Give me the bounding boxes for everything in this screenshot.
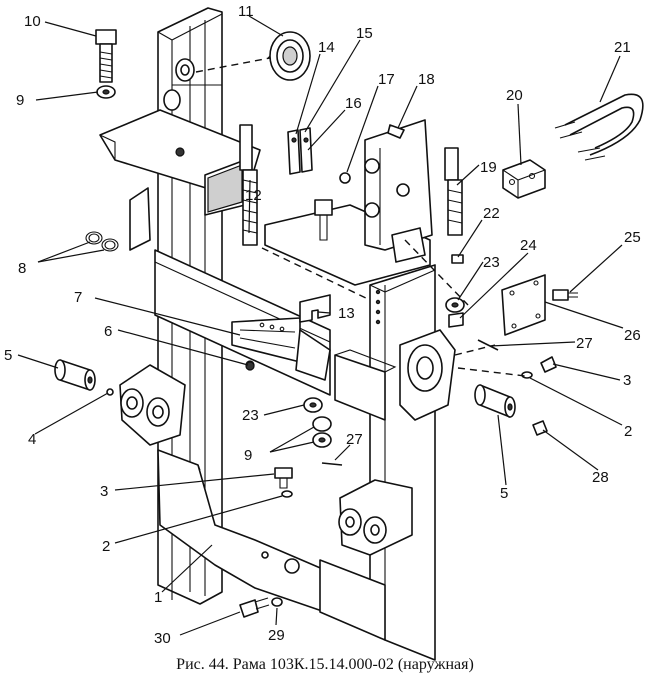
washer-part-2-lower — [281, 490, 293, 498]
callout-11: 11 — [238, 3, 254, 20]
callout-26: 26 — [624, 327, 641, 344]
callout-24: 24 — [520, 237, 537, 254]
bolt-part-25 — [552, 289, 578, 301]
cotter-pin-27-upper — [477, 339, 499, 351]
callout-9-top: 9 — [16, 92, 24, 109]
block-part-20 — [502, 159, 546, 199]
callout-19: 19 — [480, 159, 497, 176]
washer-part-2-right — [521, 371, 533, 379]
lower-end-plate — [319, 559, 386, 641]
part-24 — [448, 312, 464, 328]
callout-23-lower: 23 — [242, 407, 259, 424]
diagonal-rails — [129, 187, 331, 396]
threaded-rod-part-19 — [444, 147, 463, 236]
callout-22: 22 — [483, 205, 500, 222]
plate-part-26 — [501, 274, 546, 336]
nut-part-9-lower — [312, 416, 332, 448]
nut-part-23-lower — [303, 397, 323, 413]
bolt-part-22 — [451, 254, 464, 264]
callout-8: 8 — [18, 260, 26, 277]
cotter-pin-27-lower — [321, 462, 343, 466]
callout-2-right: 2 — [624, 423, 632, 440]
right-pivot-bracket — [399, 329, 456, 421]
bearing-part-11 — [267, 31, 311, 81]
pin-part-5-right — [474, 384, 516, 418]
small-bolts-17-18 — [339, 124, 405, 184]
callout-7: 7 — [74, 289, 82, 306]
leader-lines — [17, 15, 624, 636]
clip-part-13 — [299, 294, 331, 323]
bolt-part-3-lower — [274, 467, 293, 489]
bolt-part-3-right — [540, 356, 557, 373]
bolt-part-30 — [239, 597, 270, 618]
callout-18: 18 — [418, 71, 435, 88]
u-bolt-part-21 — [554, 93, 644, 161]
callout-3-lower: 3 — [100, 483, 108, 500]
callout-13: 13 — [338, 305, 355, 322]
washer-part-29 — [271, 597, 283, 607]
beam-bolts — [314, 199, 333, 241]
part-6 — [245, 361, 255, 371]
bolt-part-28 — [532, 420, 548, 436]
upper-pin-left — [163, 58, 195, 111]
callout-29: 29 — [268, 627, 285, 644]
o-rings-part-8 — [85, 231, 119, 252]
pin-part-5-left — [54, 359, 96, 391]
callout-21: 21 — [614, 39, 631, 56]
left-pivot-bracket — [119, 364, 186, 446]
callout-14: 14 — [318, 39, 335, 56]
alignment-lines — [195, 57, 526, 377]
callout-28: 28 — [592, 469, 609, 486]
figure-caption: Рис. 44. Рама 103К.15.14.000-02 (наружна… — [176, 656, 474, 673]
callout-30: 30 — [154, 630, 171, 647]
callout-5-left: 5 — [4, 347, 12, 364]
callout-23-upper: 23 — [483, 254, 500, 271]
part-4 — [106, 388, 114, 396]
nut-part-23-upper — [445, 297, 465, 313]
lower-right-bracket — [338, 479, 413, 556]
callout-20: 20 — [506, 87, 523, 104]
callout-10: 10 — [24, 13, 41, 30]
callout-25: 25 — [624, 229, 641, 246]
callout-3-right: 3 — [623, 372, 631, 389]
threaded-rod-part-12 — [239, 124, 258, 246]
callout-16: 16 — [345, 95, 362, 112]
callout-5-right: 5 — [500, 485, 508, 502]
callout-12: 12 — [245, 187, 262, 204]
nut-part-9-top — [96, 85, 116, 99]
callout-27-upper: 27 — [576, 335, 593, 352]
callout-1: 1 — [154, 589, 162, 606]
callout-6: 6 — [104, 323, 112, 340]
bolt-part-10 — [95, 29, 117, 83]
callout-2-lower: 2 — [102, 538, 110, 555]
callout-17: 17 — [378, 71, 395, 88]
rubber-pad — [334, 349, 397, 421]
callout-4: 4 — [28, 431, 36, 448]
callout-27-lower: 27 — [346, 431, 363, 448]
callout-15: 15 — [356, 25, 373, 42]
callout-labels: 10 9 11 14 15 16 17 18 20 21 19 12 22 25… — [4, 3, 641, 647]
top-right-beam — [264, 119, 433, 286]
clamp-plates-14-15-16 — [287, 127, 313, 175]
callout-9-lower: 9 — [244, 447, 252, 464]
